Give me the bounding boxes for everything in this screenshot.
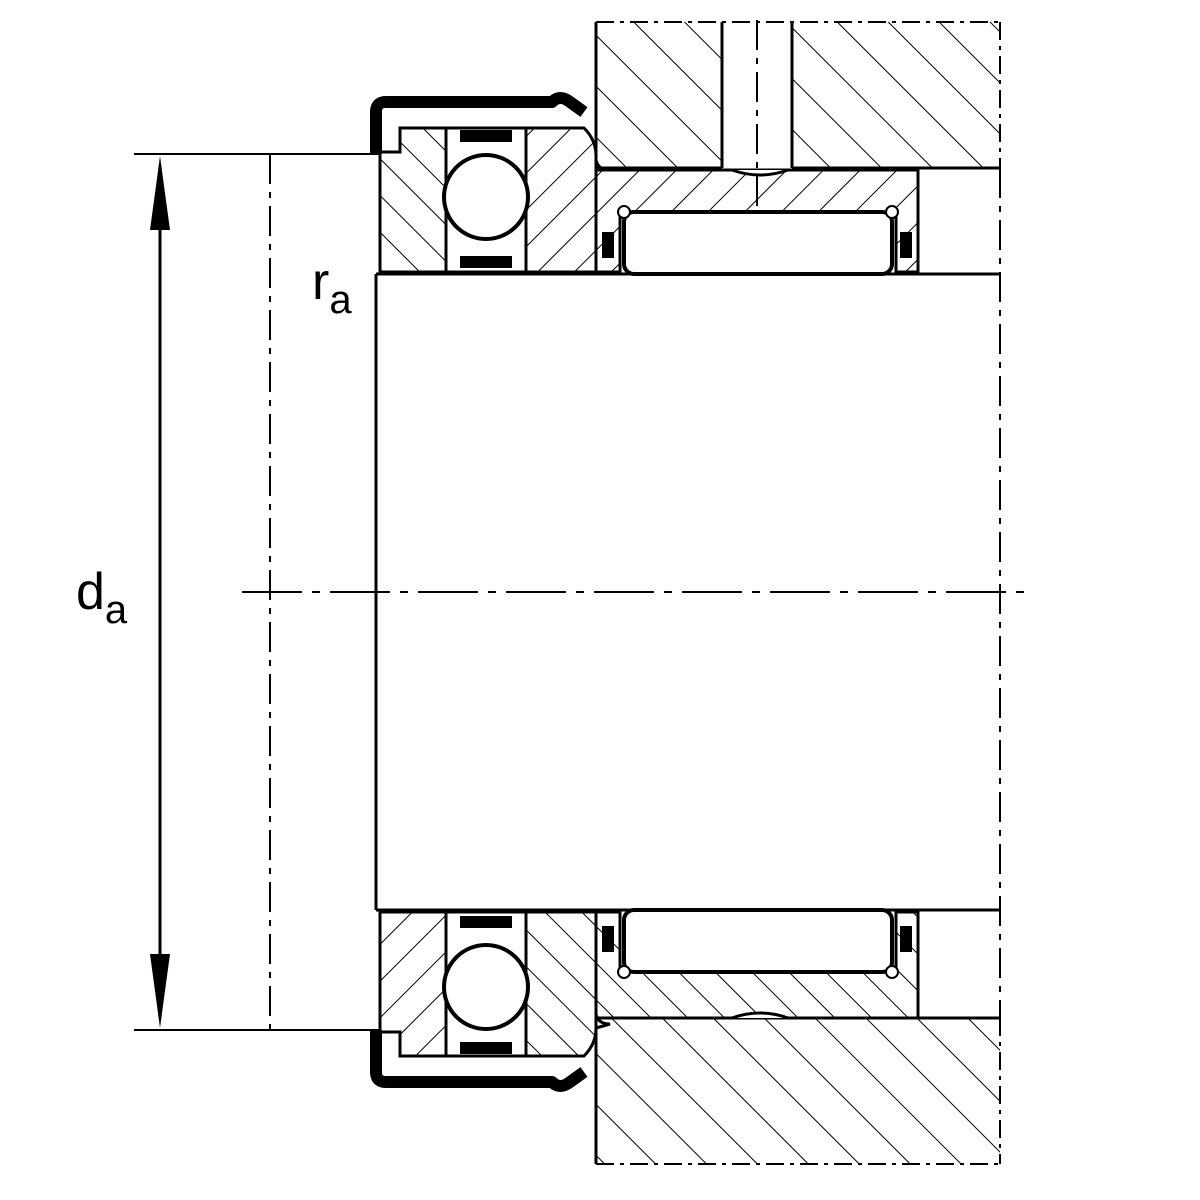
label-ra: ra xyxy=(312,253,352,320)
ball-top xyxy=(442,153,530,241)
housing-bottom xyxy=(594,1016,1001,1165)
label-ra-sub: a xyxy=(329,278,352,322)
ball-bearing-top xyxy=(378,126,611,274)
needle-roller-bottom xyxy=(622,908,894,974)
dimension-da xyxy=(134,153,380,1031)
dimension-arrow-bottom xyxy=(150,954,170,1028)
needle-bearing-bottom xyxy=(594,908,920,1020)
ball-bottom xyxy=(442,943,530,1031)
label-da-main: d xyxy=(76,563,105,621)
sheet-metal-cap xyxy=(370,92,588,1092)
needle-bearing-top xyxy=(594,168,920,276)
ball-bearing-bottom xyxy=(378,910,611,1058)
dimension-arrow-top xyxy=(150,156,170,230)
label-da: da xyxy=(76,563,127,630)
label-ra-main: r xyxy=(312,253,330,311)
needle-roller-top xyxy=(622,210,894,276)
label-da-sub: a xyxy=(104,588,128,632)
